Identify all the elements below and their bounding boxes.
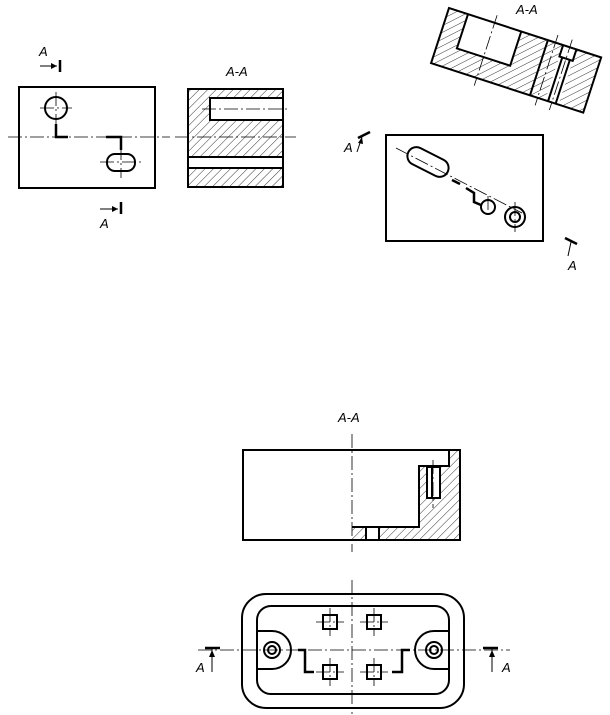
cut-segment	[54, 124, 68, 139]
plate-outline	[385, 134, 544, 242]
cut-letter: A	[99, 216, 109, 231]
cut-segment	[465, 186, 482, 207]
cut-letter: A	[567, 258, 577, 273]
section-title: A-A	[225, 64, 248, 79]
cut-segment	[298, 648, 314, 674]
section-title: A-A	[337, 410, 360, 425]
view-1-plan: A A	[8, 44, 170, 231]
cut-letter: A	[195, 660, 205, 675]
plate-outline	[18, 86, 156, 189]
cut-segment	[106, 135, 123, 150]
cut-segment	[392, 648, 410, 674]
cut-letter: A	[38, 44, 48, 59]
section-outline	[187, 88, 284, 188]
view-1-section: A-A	[175, 64, 296, 188]
view-3-plan: A A	[195, 580, 511, 714]
slot-oblong	[406, 146, 450, 178]
section-hatch	[431, 7, 602, 113]
boss-right	[414, 630, 449, 670]
cut-letter: A	[343, 140, 353, 155]
square-holes	[316, 608, 388, 686]
view-2-plan: A A	[343, 130, 578, 273]
view-3-section: A-A	[242, 410, 461, 552]
section-title: A-A	[515, 2, 538, 17]
view-2-section: A-A	[429, 2, 603, 114]
housing-outline	[242, 449, 461, 541]
cut-letter: A	[501, 660, 511, 675]
housing-outer	[241, 593, 465, 709]
boss-left	[257, 630, 292, 670]
